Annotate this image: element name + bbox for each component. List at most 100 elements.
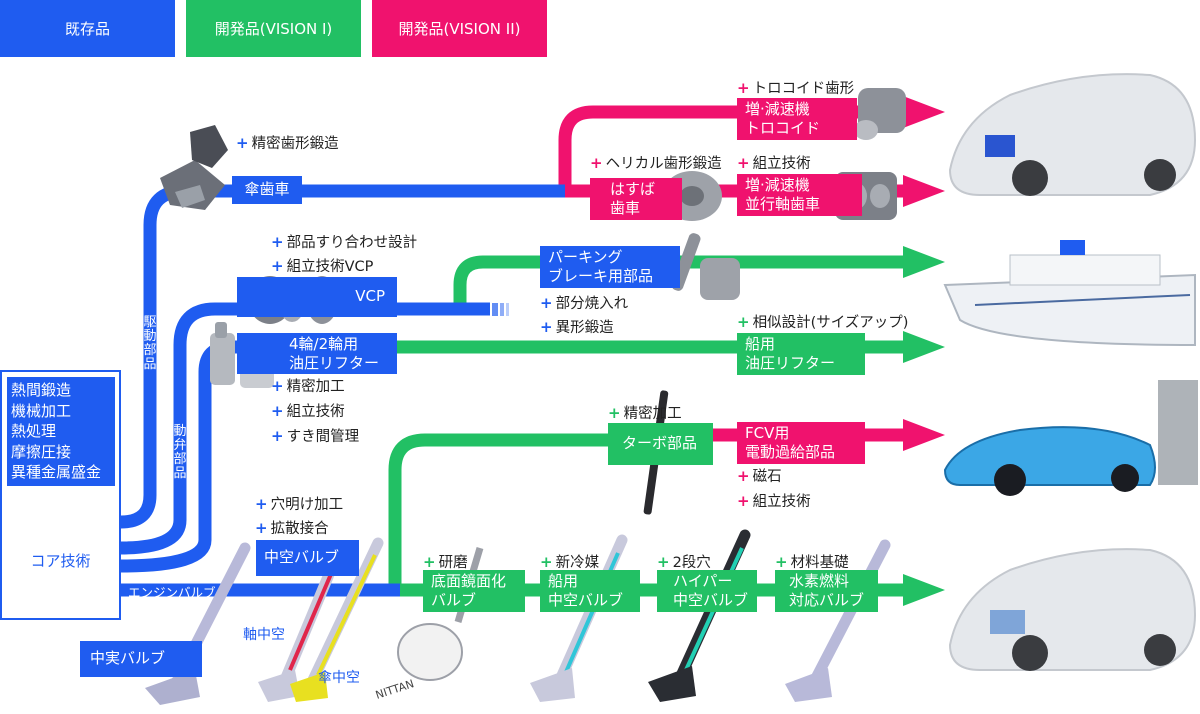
tech-irregular-forging-text: 異形鍛造 (555, 320, 614, 336)
product-solid-valve: 中実バルブ (80, 641, 202, 677)
tech-precision-forging: +精密歯形鍛造 (236, 133, 339, 153)
arrow-engine-valve (903, 574, 945, 606)
flow-trochoid (558, 105, 905, 191)
arrow-parallel-gear (903, 175, 945, 207)
tech-new-coolant: +新冷媒 (540, 552, 600, 572)
product-trochoid-reducer: 増·減速機 トロコイド (737, 98, 857, 140)
fcv-image (943, 380, 1198, 496)
arrow-trochoid (903, 96, 945, 128)
product-helical-gear: はすば 歯車 (590, 178, 682, 220)
product-hydrogen-valve: 水素燃料 対応バルブ (775, 570, 878, 612)
tech-assembly-text: 組立技術 (286, 404, 345, 420)
tech-helical-forging: +ヘリカル歯形鍛造 (590, 153, 722, 173)
tech-partial-hardening: +部分焼入れ (540, 293, 629, 313)
tech-assembly-fcv-text: 組立技術 (752, 494, 811, 510)
tech-partial-hardening-text: 部分焼入れ (555, 296, 629, 312)
tech-drilling-text: 穴明け加工 (270, 497, 344, 513)
legend-vision2: 開発品(VISION II) (372, 0, 547, 57)
engine-valve-label: エンジンバルブ (128, 585, 216, 600)
product-helical-line2: 歯車 (610, 199, 641, 217)
tech-precision-forging-text: 精密歯形鍛造 (251, 136, 339, 152)
product-parallel-line2: 並行軸歯車 (745, 195, 821, 213)
vertical-label-valvetrain: 動弁部品 (173, 424, 187, 481)
core-item: 異種金属盛金 (11, 463, 102, 481)
tech-diffusion-bonding-text: 拡散接合 (270, 521, 329, 537)
tech-clearance-text: すき間管理 (286, 429, 360, 445)
product-marine-valve-line1: 船用 (548, 572, 579, 590)
tech-trochoid-tooth-text: トロコイド歯形 (752, 81, 855, 97)
product-hyper-valve: ハイパー 中空バルブ (657, 570, 757, 612)
product-fcv-line2: 電動過給部品 (745, 443, 836, 461)
tech-assembly-fcv: +組立技術 (737, 491, 811, 511)
arrow-parking (903, 246, 945, 278)
product-parking-line2: ブレーキ用部品 (548, 267, 654, 285)
product-mirror-line1: 底面鏡面化 (431, 572, 507, 590)
tech-assembly-vcp: +組立技術VCP (271, 256, 374, 276)
product-hydrogen-line1: 水素燃料 (789, 572, 850, 590)
legend-vision1: 開発品(VISION I) (186, 0, 361, 57)
tech-irregular-forging: +異形鍛造 (540, 317, 614, 337)
trochoid-reducer-image (854, 88, 906, 140)
car-image-top (948, 73, 1197, 196)
product-marine-lifter: 船用 油圧リフター (737, 333, 865, 375)
tech-similar-design-text: 相似設計(サイズアップ) (752, 315, 909, 331)
tech-parts-matching-text: 部品すり合わせ設計 (286, 235, 418, 251)
tech-assembly-gear: +組立技術 (737, 153, 811, 173)
tech-clearance: +すき間管理 (271, 426, 360, 446)
core-technology-list: 熱間鍛造 機械加工 熱処理 摩擦圧接 異種金属盛金 (7, 377, 115, 486)
tech-similar-design: +相似設計(サイズアップ) (737, 312, 909, 332)
solid-valve-image (145, 542, 251, 705)
product-parking-line1: パーキング (548, 248, 623, 266)
product-mirror-line2: バルブ (431, 591, 477, 609)
product-hydrogen-line2: 対応バルブ (789, 591, 865, 609)
ship-image (943, 240, 1196, 347)
product-hyper-line1: ハイパー (673, 572, 733, 590)
tech-new-coolant-text: 新冷媒 (555, 555, 600, 571)
tech-precision-turbo-text: 精密加工 (623, 406, 682, 422)
product-helical-line1: はすば (610, 180, 656, 198)
tech-trochoid-tooth: +トロコイド歯形 (737, 78, 855, 98)
flow-turbo (388, 433, 700, 590)
product-marine-lifter-line1: 船用 (745, 335, 776, 353)
tech-diffusion-bonding: +拡散接合 (255, 518, 329, 538)
hollow-valve-head-image (290, 537, 384, 702)
product-fcv-compressor: FCV用 電動過給部品 (737, 422, 865, 464)
product-trochoid-line2: トロコイド (745, 119, 821, 137)
product-lifter-line2: 油圧リフター (289, 354, 380, 372)
core-item: 摩擦圧接 (11, 442, 72, 461)
tech-helical-forging-text: ヘリカル歯形鍛造 (605, 156, 722, 172)
core-technology-label: コア技術 (30, 552, 91, 570)
product-hyper-line2: 中空バルブ (673, 591, 749, 609)
product-marine-lifter-line2: 油圧リフター (745, 354, 836, 372)
vertical-label-drive: 駆動部品 (143, 315, 157, 372)
product-lifter-line1: 4輪/2輪用 (289, 335, 359, 353)
tech-precision-machining: +精密加工 (271, 376, 345, 396)
product-parking-brake: パーキング ブレーキ用部品 (540, 246, 680, 288)
tech-magnet-text: 磁石 (752, 469, 782, 485)
product-bevel-gear: 傘歯車 (232, 176, 302, 204)
product-vcp: VCP (237, 277, 397, 317)
legend-existing: 既存品 (0, 0, 175, 57)
bevel-gear-image (160, 125, 228, 210)
tech-assembly-vcp-text: 組立技術VCP (286, 259, 374, 275)
tech-grinding: +研磨 (423, 552, 468, 572)
tech-parts-matching: +部品すり合わせ設計 (271, 232, 418, 252)
arrow-marine-lifter (903, 331, 945, 363)
tech-grinding-text: 研磨 (438, 555, 468, 571)
product-trochoid-line1: 増·減速機 (745, 100, 810, 118)
tech-drilling: +穴明け加工 (255, 494, 344, 514)
product-mirror-valve: 底面鏡面化 バルブ (423, 570, 525, 612)
core-item: 熱処理 (11, 422, 57, 440)
product-marine-valve-line2: 中空バルブ (548, 591, 624, 609)
core-technology-box: 熱間鍛造 機械加工 熱処理 摩擦圧接 異種金属盛金 コア技術 (0, 370, 121, 620)
stem-hollow-label: 軸中空 (243, 627, 285, 643)
tech-assembly: +組立技術 (271, 401, 345, 421)
arrow-fcv (903, 419, 945, 451)
tech-magnet: +磁石 (737, 466, 782, 486)
tech-two-stage-hole-text: 2段穴 (672, 555, 711, 571)
flow-drive-vcp (120, 302, 490, 555)
head-hollow-label: 傘中空 (318, 670, 360, 686)
core-item: 熱間鍛造 (11, 381, 72, 399)
hydrogen-valve-image (785, 539, 891, 702)
flow-parking (453, 255, 905, 307)
